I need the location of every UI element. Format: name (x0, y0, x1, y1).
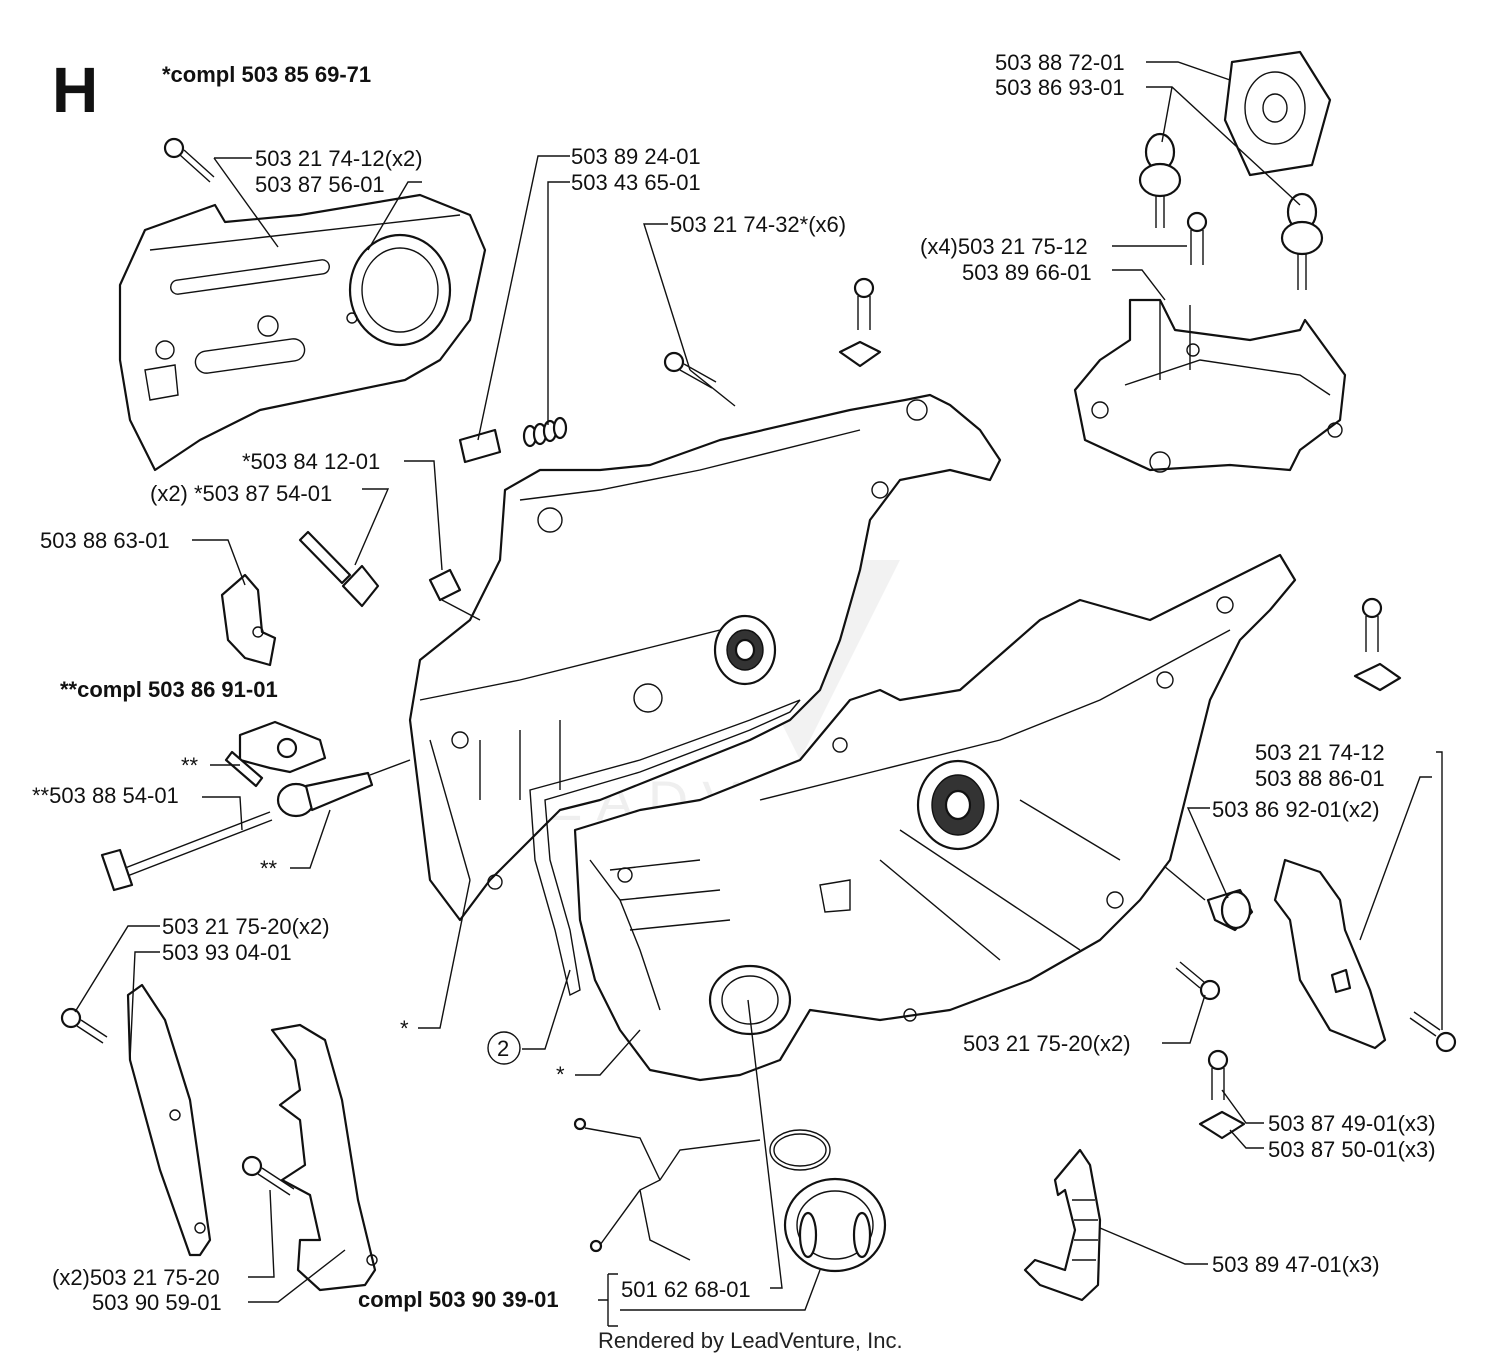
part-label: 503 21 75-20(x2) (162, 914, 330, 939)
airbox-holder-part (1073, 298, 1347, 473)
spring-part (522, 416, 568, 448)
screw-part (241, 1155, 295, 1196)
part-label: 503 21 75-20(x2) (963, 1031, 1131, 1056)
screw-part (1409, 1011, 1457, 1053)
section-letter: H (52, 54, 98, 126)
filter-cover-part (1223, 50, 1332, 177)
part-label: 503 87 56-01 (255, 172, 385, 197)
filter-knob-part (1138, 132, 1182, 228)
part-label: 503 21 74-12(x2) (255, 146, 423, 171)
assembly-cover-kit: *compl 503 85 69-71 (162, 62, 371, 87)
screw-part (60, 1007, 108, 1044)
bracket-part (220, 573, 277, 667)
part-label: 503 86 93-01 (995, 75, 1125, 100)
screw-part (1175, 961, 1221, 1001)
part-label: 503 21 74-32*(x6) (670, 212, 846, 237)
part-label: * (556, 1062, 565, 1087)
part-label: 2 (497, 1036, 509, 1061)
filter-knob-part (1280, 192, 1324, 290)
screw-washer-part (1353, 597, 1402, 692)
part-label: (x4)503 21 75-12 (920, 234, 1088, 259)
clamp-part (1023, 1148, 1102, 1302)
part-label: 503 88 72-01 (995, 50, 1125, 75)
bolt-part (298, 530, 380, 608)
pad-part (458, 428, 502, 464)
gasket-part (529, 699, 801, 997)
part-label: 503 21 74-12 (1255, 740, 1385, 765)
screw-washer-part (838, 277, 882, 368)
screw-part (1186, 211, 1208, 265)
part-label: 503 88 63-01 (40, 528, 170, 553)
part-label: 501 62 68-01 (621, 1277, 751, 1302)
adjuster-part (224, 720, 327, 788)
part-label: 503 89 24-01 (571, 144, 701, 169)
chain-guard-part (1273, 858, 1387, 1050)
assembly-tank-cap-kit: compl 503 90 39-01 (358, 1287, 559, 1312)
part-label: ** (181, 753, 199, 778)
screw-part (163, 137, 215, 183)
part-label: * (400, 1016, 409, 1041)
part-labels: 503 21 74-12(x2) 503 87 56-01 503 89 24-… (32, 50, 1436, 1315)
part-label: (x2) *503 87 54-01 (150, 481, 332, 506)
o-ring-part (769, 1129, 831, 1171)
part-label: **503 88 54-01 (32, 783, 179, 808)
part-label: 503 43 65-01 (571, 170, 701, 195)
tank-strap-part (573, 1117, 761, 1261)
part-label: 503 89 66-01 (962, 260, 1092, 285)
bumper-spike-part (270, 1023, 378, 1292)
callout-circle (487, 1031, 521, 1065)
part-label: 503 88 86-01 (1255, 766, 1385, 791)
part-label: ** (260, 856, 278, 881)
part-label: (x2)503 21 75-20 (52, 1265, 220, 1290)
part-label: 503 89 47-01(x3) (1212, 1252, 1380, 1277)
screw-washer-part (1198, 1049, 1246, 1140)
part-label: 503 87 50-01(x3) (1268, 1137, 1436, 1162)
crankcase-right-part (573, 553, 1297, 1082)
clutch-cover-part (118, 193, 487, 472)
plug-part (1206, 888, 1254, 932)
part-label: 503 93 04-01 (162, 940, 292, 965)
part-label: 503 90 59-01 (92, 1290, 222, 1315)
part-label: 503 87 49-01(x3) (1268, 1111, 1436, 1136)
bearing-part (428, 568, 462, 602)
crankcase-left-part (408, 393, 1002, 922)
assembly-adjuster-kit: **compl 503 86 91-01 (60, 677, 278, 702)
part-label: 503 86 92-01(x2) (1212, 797, 1380, 822)
adjuster-screw-part (100, 771, 374, 892)
fuel-cap-part (783, 1177, 887, 1273)
part-label: *503 84 12-01 (242, 449, 380, 474)
leader-lines (74, 61, 1443, 1327)
footer-credit: Rendered by LeadVenture, Inc. (598, 1328, 903, 1353)
plate-part (126, 983, 212, 1257)
